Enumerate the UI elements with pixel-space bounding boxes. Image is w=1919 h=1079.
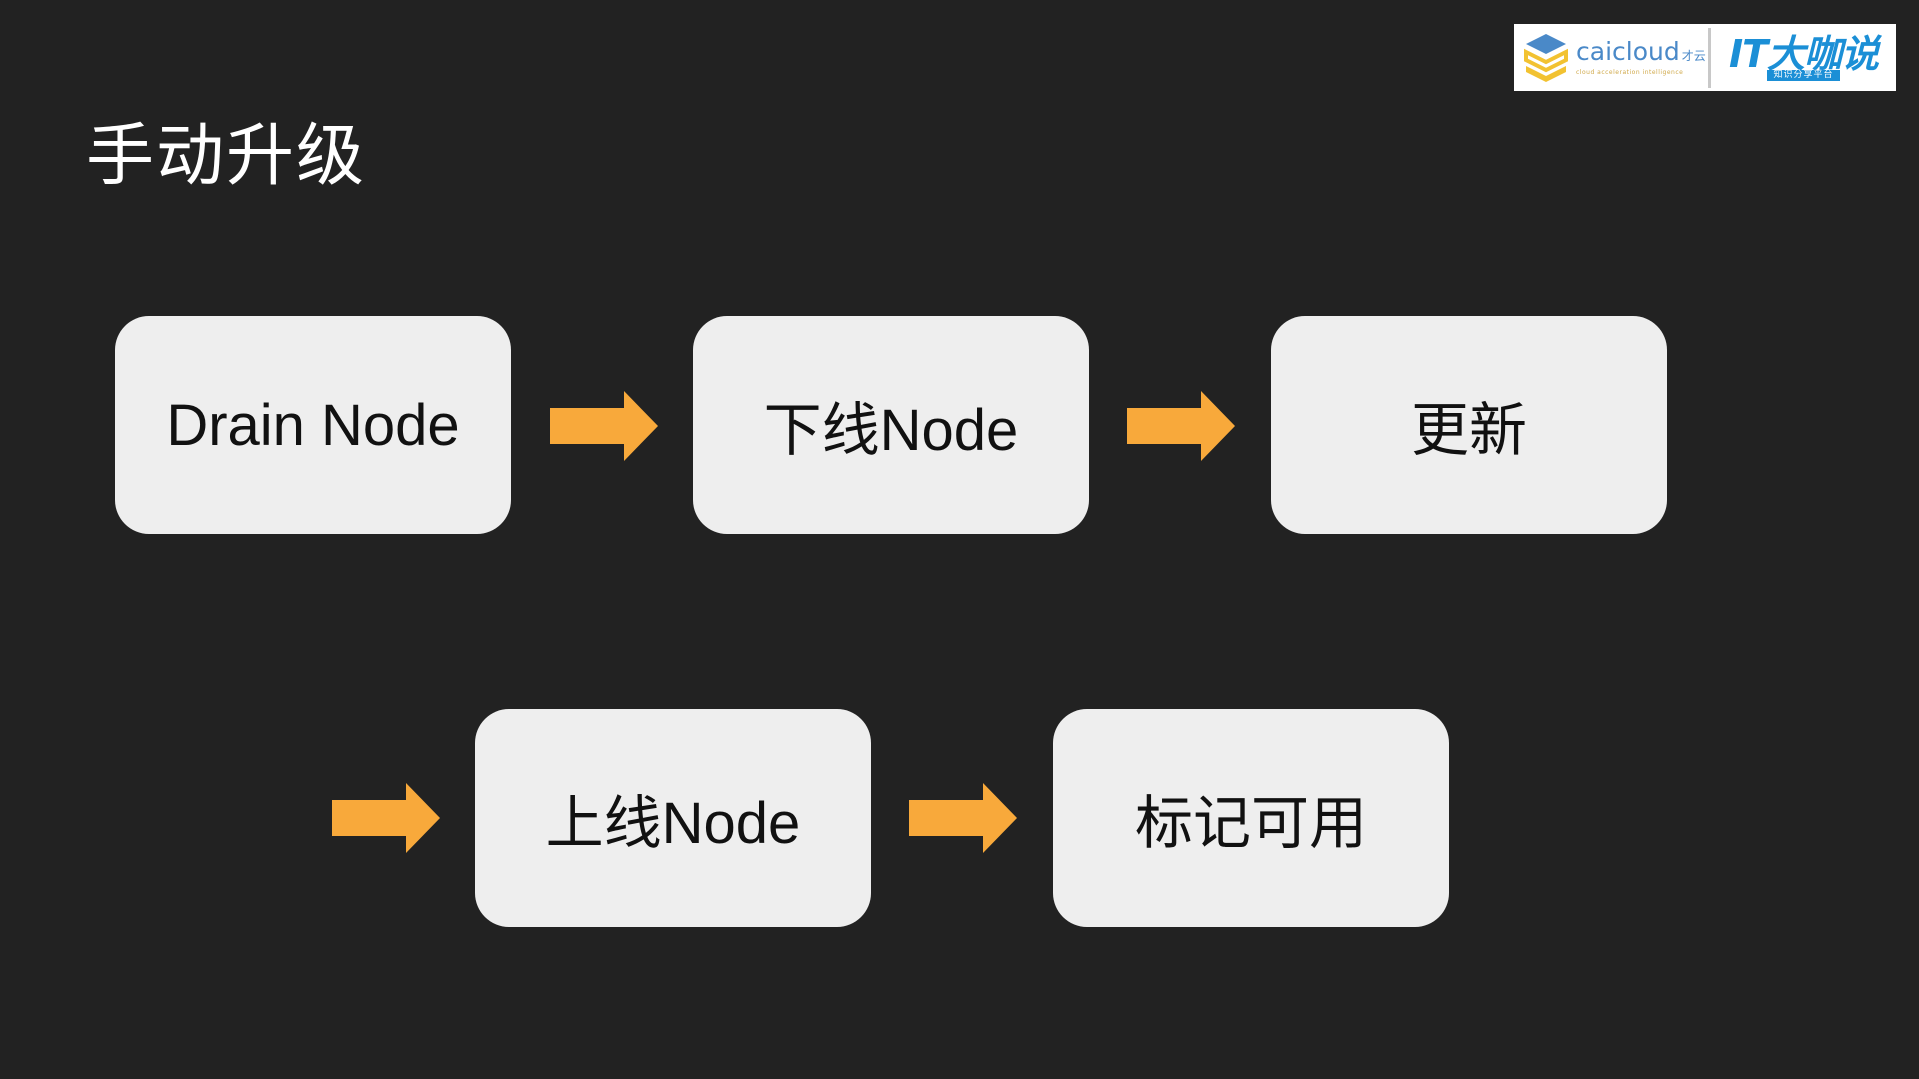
arrow-right-icon [550,391,658,461]
step-drain-node: Drain Node [115,316,511,534]
logo-divider [1708,27,1711,88]
it-dakashuo-tagline: 知识分享平台 [1767,70,1840,81]
caicloud-brand-cn: 才云 [1681,48,1706,63]
arrow-right-icon [909,783,1017,853]
step-mark-available: 标记可用 [1053,709,1449,927]
it-dakashuo-logo: IT大咖说 知识分享平台 [1711,24,1896,91]
arrow-right-icon [332,783,440,853]
step-offline-node: 下线Node [693,316,1089,534]
step-update: 更新 [1271,316,1667,534]
step-online-node: 上线Node [475,709,871,927]
caicloud-tagline: cloud acceleration intelligence [1576,68,1684,76]
slide-title: 手动升级 [86,117,367,196]
caicloud-brand: caicloud [1576,36,1680,66]
cube-icon [1524,33,1568,82]
it-dakashuo-wordmark: IT大咖说 [1728,32,1879,76]
arrow-right-icon [1127,391,1235,461]
